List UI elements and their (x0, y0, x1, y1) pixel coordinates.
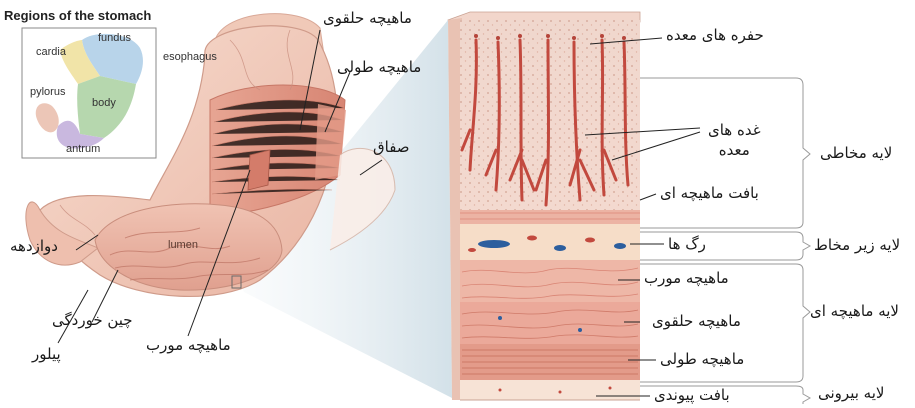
inset-label-body: body (92, 98, 116, 109)
bracket-submucosa (640, 232, 810, 260)
label-wall-oblique: ماهیچه مورب (644, 271, 729, 286)
label-circular-muscle: ماهیچه حلقوی (323, 11, 412, 26)
label-layer-mucosa: لایه مخاطی (820, 146, 892, 161)
label-layer-serosa: لایه بیرونی (818, 386, 884, 401)
label-rugae: چین خوردگی (52, 313, 133, 328)
label-gastric-glands: غده های معده (708, 120, 761, 161)
label-wall-circular: ماهیچه حلقوی (652, 314, 741, 329)
inset-label-fundus: fundus (98, 33, 131, 44)
inset-label-pylorus: pylorus (30, 87, 65, 98)
label-oblique-muscle: ماهیچه مورب (146, 338, 231, 353)
label-serosa: صفاق (373, 140, 410, 155)
label-wall-longitudinal: ماهیچه طولی (660, 352, 744, 367)
inset-title: Regions of the stomach (4, 9, 151, 22)
inset-label-antrum: antrum (66, 144, 100, 155)
label-layer-submucosa: لایه زیر مخاط (814, 238, 900, 253)
label-gastric-pits: حفره های معده (666, 28, 764, 43)
label-duodenum: دوازدهه (10, 239, 58, 254)
label-layer-muscularis: لایه ماهیچه ای (810, 304, 899, 319)
label-wall-connective: بافت پیوندی (654, 388, 730, 403)
label-blood-vessels: رگ ها (668, 237, 706, 252)
label-lumen: lumen (168, 240, 198, 251)
layer-circular-muscle (460, 302, 640, 344)
stomach-wall-block (448, 12, 640, 400)
layer-connective-tissue (460, 380, 640, 400)
label-pylorus: پیلور (32, 347, 61, 362)
label-muscularis-mucosae: بافت ماهیچه ای (660, 186, 759, 201)
label-esophagus: esophagus (163, 52, 217, 63)
label-longitudinal-muscle: ماهیچه طولی (337, 60, 421, 75)
oblique-muscle-patch (248, 150, 270, 190)
inset-label-cardia: cardia (36, 47, 66, 58)
